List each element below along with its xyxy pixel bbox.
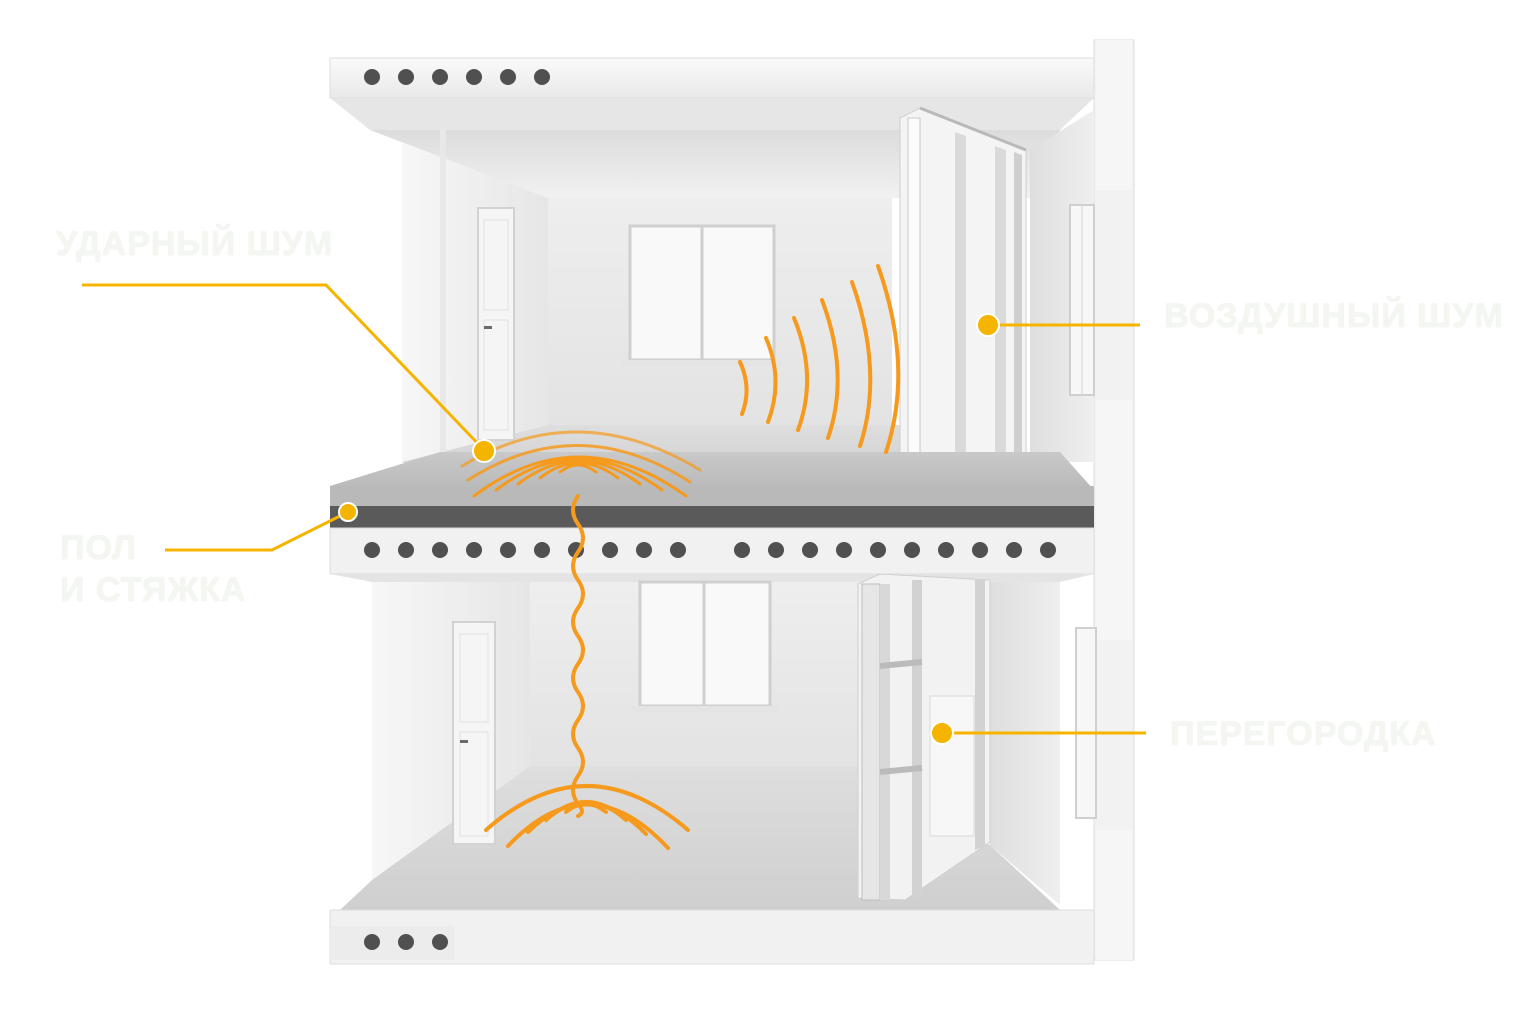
- lower-door: [452, 621, 496, 845]
- impact-noise-label: УДАРНЫЙ ШУМ: [56, 225, 334, 263]
- lower-window: [632, 580, 778, 712]
- floor-dot: [338, 502, 358, 522]
- impact-noise-dot: [472, 439, 496, 463]
- upper-window: [622, 224, 782, 366]
- floor-label-line2: И СТЯЖКА: [60, 571, 247, 609]
- partition-dot: [930, 721, 954, 745]
- airborne-noise-label: ВОЗДУШНЫЙ ШУМ: [1164, 297, 1504, 335]
- airborne-noise-waves: [738, 264, 901, 454]
- middle-slab: [329, 452, 1095, 582]
- bottom-slab: [329, 909, 1095, 965]
- lower-floor-ripples: [484, 784, 690, 850]
- lower-partition-frame: [857, 573, 991, 901]
- right-outer-wall: [1093, 39, 1135, 961]
- callout-dots: [338, 313, 1000, 745]
- middle-slab-hollow-cores: [364, 542, 1056, 558]
- impact-noise-leader: [82, 283, 486, 452]
- structure-borne-vibration: [571, 494, 585, 818]
- top-slab: [329, 57, 1095, 130]
- lower-side-window: [1075, 627, 1097, 819]
- floor-label-line1: ПОЛ: [60, 529, 137, 567]
- floor-leader: [165, 510, 349, 552]
- upper-partition-frame: [899, 106, 1027, 491]
- partition-label: ПЕРЕГОРОДКА: [1170, 715, 1437, 753]
- airborne-noise-dot: [976, 313, 1000, 337]
- upper-side-window: [1069, 204, 1095, 396]
- callout-leaders: [82, 283, 1146, 735]
- top-slab-hollow-cores: [364, 69, 550, 85]
- upper-door: [440, 128, 515, 462]
- bottom-slab-hollow-cores: [364, 934, 448, 950]
